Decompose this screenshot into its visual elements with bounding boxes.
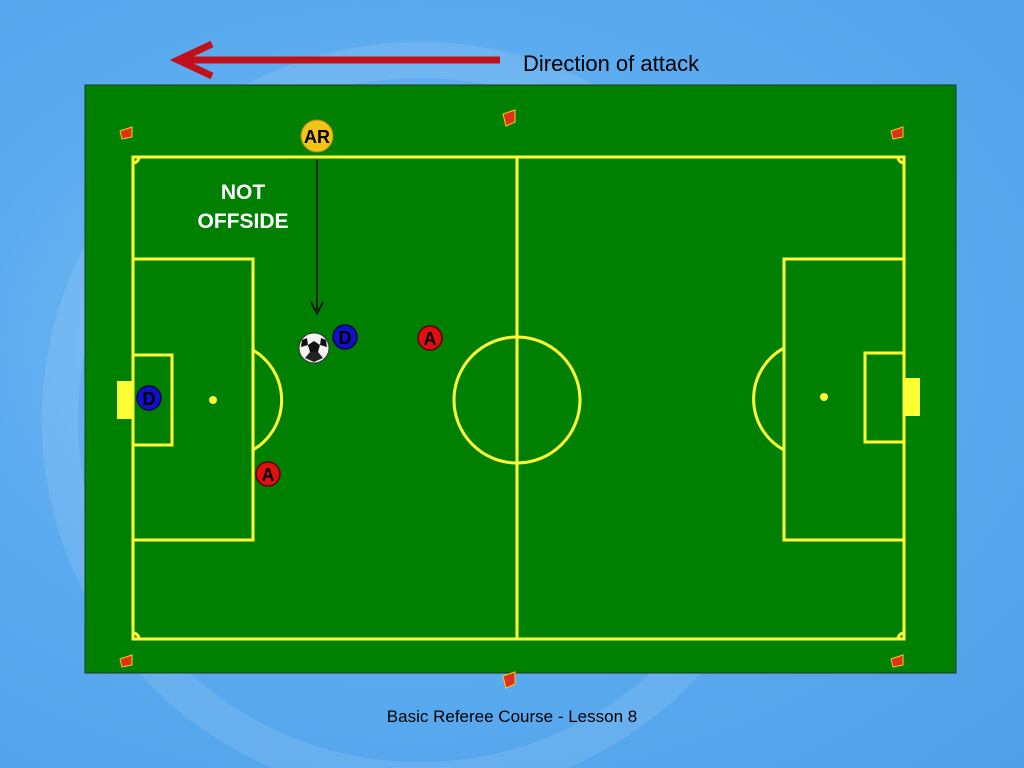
assistant-referee-token: AR (300, 119, 334, 153)
attacker-label: A (262, 465, 275, 485)
attacker-token: A (417, 325, 443, 351)
corner-flag-icon (890, 126, 904, 140)
defender-label: D (339, 328, 352, 348)
left-penalty-arc (252, 348, 284, 452)
corner-flag-icon (119, 126, 133, 140)
left-penalty-spot (209, 396, 217, 404)
defender-token: D (332, 324, 358, 350)
soccer-ball-icon (298, 332, 330, 364)
corner-arc (132, 631, 141, 640)
direction-arrow-icon (169, 40, 500, 80)
corner-flag-icon (119, 654, 133, 668)
corner-flag-icon (890, 654, 904, 668)
direction-of-attack-label: Direction of attack (523, 51, 700, 76)
call-label-line2: OFFSIDE (197, 210, 289, 233)
slide-footer: Basic Referee Course - Lesson 8 (386, 707, 638, 726)
attacker-label: A (424, 329, 437, 349)
defender-label: D (143, 389, 156, 409)
ar-sight-line (310, 160, 324, 316)
corner-arc (896, 156, 905, 165)
corner-arc (132, 156, 141, 165)
assistant-referee-label: AR (304, 127, 330, 147)
call-label: NOT OFFSIDE (178, 178, 308, 236)
halfway-flag-icon (502, 671, 516, 689)
halfway-flag-icon (502, 109, 516, 127)
right-penalty-arc (752, 346, 785, 452)
attacker-token: A (255, 461, 281, 487)
corner-arc (896, 631, 905, 640)
goalkeeper-defender-token: D (136, 385, 162, 411)
call-label-line1: NOT (220, 181, 266, 204)
right-goal (904, 378, 920, 416)
pitch (84, 84, 957, 674)
right-penalty-spot (820, 393, 828, 401)
left-goal (117, 381, 133, 419)
center-circle (452, 335, 582, 465)
